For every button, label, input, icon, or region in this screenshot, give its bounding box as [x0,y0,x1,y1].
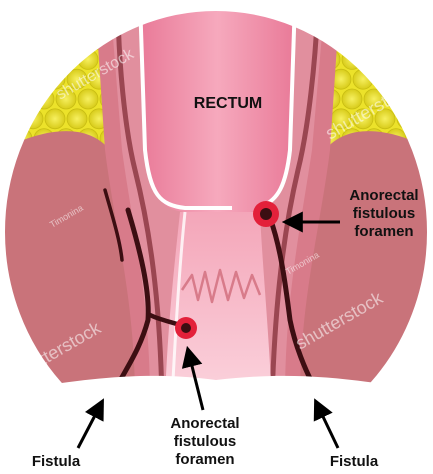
fat-globule [78,10,98,30]
fat-globule [45,0,65,10]
fat-globule [45,30,65,50]
fat-globule [331,0,351,10]
svg-text:fistulous: fistulous [174,433,237,450]
fat-globule [243,0,263,10]
fistula-label-left: Fistula [32,453,81,470]
foramen-upper-marker [253,201,279,227]
rectum-label: RECTUM [194,95,262,112]
fat-globule [23,69,43,89]
fat-globule [100,10,120,30]
fat-globule [419,69,433,89]
fat-globule [386,10,406,30]
svg-text:Anorectal: Anorectal [170,415,239,432]
fat-globule [89,0,109,10]
fat-globule [12,89,32,109]
fat-globule [23,0,43,10]
fat-globule [419,30,433,50]
fat-globule [397,0,417,10]
foramen-label-lower: Anorectal fistulous foramen [170,415,239,468]
fat-globule [0,89,10,109]
fistula-label-right: Fistula [330,453,379,470]
fat-globule [1,30,21,50]
fat-globule [408,10,428,30]
fat-globule [353,0,373,10]
svg-text:foramen: foramen [354,223,413,240]
fat-globule [34,49,54,69]
fat-globule [0,366,10,386]
fat-globule [67,0,87,10]
fat-globule [419,109,433,129]
fat-globule [0,287,10,307]
svg-text:fistulous: fistulous [353,205,416,222]
fat-globule [408,49,428,69]
fat-globule [56,49,76,69]
fat-globule [0,129,10,149]
fat-globule [199,0,219,10]
fat-globule [408,327,428,347]
fat-globule [408,366,428,386]
fat-globule [0,327,10,347]
fat-globule [397,346,417,366]
fat-globule [419,148,433,168]
foramen-label-upper: Anorectal fistulous foramen [349,187,418,240]
fat-globule [12,49,32,69]
fat-globule [364,49,384,69]
fat-globule [1,109,21,129]
fat-globule [0,49,10,69]
fat-globule [34,10,54,30]
fat-globule [287,0,307,10]
fat-globule [67,30,87,50]
fat-globule [397,30,417,50]
fat-globule [155,0,175,10]
fat-globule [133,0,153,10]
fat-globule [12,10,32,30]
fat-globule [386,49,406,69]
fat-globule [1,69,21,89]
fat-globule [375,0,395,10]
fat-globule [364,10,384,30]
fat-globule [265,0,285,10]
foramen-lower-marker [175,317,197,339]
fat-globule [320,10,340,30]
fat-globule [375,30,395,50]
fat-globule [397,109,417,129]
fat-globule [353,30,373,50]
fat-globule [342,49,362,69]
fat-globule [221,0,241,10]
fat-globule [67,109,87,129]
fat-globule [419,307,433,327]
fat-globule [419,346,433,366]
fat-globule [45,109,65,129]
fat-globule [298,10,318,30]
fat-globule [342,10,362,30]
fat-globule [0,10,10,30]
fat-globule [386,366,406,386]
fat-globule [1,0,21,10]
fat-globule [419,0,433,10]
fat-globule [111,0,131,10]
svg-text:Anorectal: Anorectal [349,187,418,204]
fat-globule [56,10,76,30]
fat-globule [309,0,329,10]
fat-globule [23,30,43,50]
fat-globule [177,0,197,10]
svg-text:foramen: foramen [175,451,234,468]
